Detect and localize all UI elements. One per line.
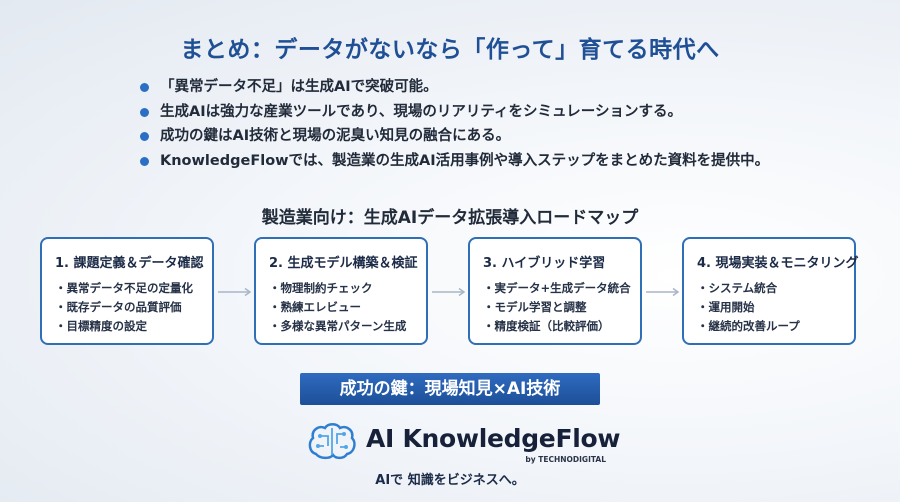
- bullet-item: 成功の鍵はAI技術と現場の泥臭い知見の融合にある。: [138, 125, 769, 150]
- step-item: ・システム統合: [697, 281, 778, 295]
- roadmap-title: 製造業向け：生成AIデータ拡張導入ロードマップ: [261, 208, 639, 228]
- bullet-item: KnowledgeFlowでは、製造業の生成AI活用事例や導入ステップをまとめた…: [138, 150, 769, 175]
- step-item: ・精度検証（比較評価）: [483, 319, 610, 333]
- step-item: ・実データ+生成データ統合: [483, 281, 631, 295]
- step-item: ・目標精度の設定: [55, 319, 147, 333]
- page-title: まとめ：データがないなら「作って」育てる時代へ: [180, 37, 720, 63]
- brand-byline: by TECHNODIGITAL: [525, 455, 606, 464]
- roadmap-step-4: 4. 現場実装＆モニタリング ・システム統合 ・運用開始 ・継続的改善ループ: [682, 237, 859, 345]
- bullet-dot-icon: [140, 156, 149, 166]
- step-item: ・異常データ不足の定量化: [55, 281, 193, 295]
- step-item: ・物理制約チェック: [269, 281, 373, 295]
- bullet-dot-icon: [140, 132, 149, 141]
- bullet-text: 生成AIは強力な産業ツールであり、現場のリアリティをシミュレーションする。: [160, 103, 682, 120]
- bullet-dot-icon: [140, 83, 149, 92]
- step-item: ・運用開始: [697, 300, 755, 314]
- bullet-dot-icon: [140, 107, 149, 117]
- arrow-right-icon: [646, 287, 680, 297]
- step-heading: 3. ハイブリッド学習: [483, 256, 606, 271]
- roadmap-step-1: 1. 課題定義＆データ確認 ・異常データ不足の定量化 ・既存データの品質評価 ・…: [40, 237, 214, 345]
- step-heading: 2. 生成モデル構築＆検証: [269, 256, 418, 271]
- brand-logo: AI KnowledgeFlow by TECHNODIGITAL: [306, 418, 620, 468]
- roadmap-steps: 1. 課題定義＆データ確認 ・異常データ不足の定量化 ・既存データの品質評価 ・…: [40, 237, 860, 349]
- step-heading: 4. 現場実装＆モニタリング: [697, 256, 859, 271]
- brand-tagline: AIで 知識をビジネスへ。: [375, 473, 525, 488]
- step-item: ・多様な異常パターン生成: [269, 319, 407, 333]
- bullet-text: 「異常データ不足」は生成AIで突破可能。: [160, 79, 438, 95]
- roadmap-step-2: 2. 生成モデル構築＆検証 ・物理制約チェック ・熟練エレビュー ・多様な異常パ…: [254, 237, 428, 345]
- arrow-right-icon: [432, 287, 466, 297]
- arrow-right-icon: [218, 287, 252, 297]
- roadmap-step-3: 3. ハイブリッド学習 ・実データ+生成データ統合 ・モデル学習と調整 ・精度検…: [468, 237, 642, 345]
- summary-bullet-list: 「異常データ不足」は生成AIで突破可能。 生成AIは強力な産業ツールであり、現場…: [138, 76, 769, 174]
- step-item: ・継続的改善ループ: [697, 319, 800, 333]
- brain-circuit-icon: [308, 423, 356, 460]
- bullet-text: 成功の鍵はAI技術と現場の泥臭い知見の融合にある。: [160, 128, 511, 144]
- step-item: ・熟練エレビュー: [269, 300, 361, 314]
- brand-name: AI KnowledgeFlow: [366, 424, 621, 453]
- bullet-text: KnowledgeFlowでは、製造業の生成AI活用事例や導入ステップをまとめた…: [160, 152, 770, 169]
- step-item: ・既存データの品質評価: [55, 300, 182, 314]
- step-heading: 1. 課題定義＆データ確認: [55, 256, 204, 271]
- key-message-banner: 成功の鍵：現場知見×AI技術: [300, 373, 600, 405]
- bullet-item: 「異常データ不足」は生成AIで突破可能。: [138, 76, 769, 101]
- step-item: ・モデル学習と調整: [483, 300, 587, 314]
- bullet-item: 生成AIは強力な産業ツールであり、現場のリアリティをシミュレーションする。: [138, 101, 769, 126]
